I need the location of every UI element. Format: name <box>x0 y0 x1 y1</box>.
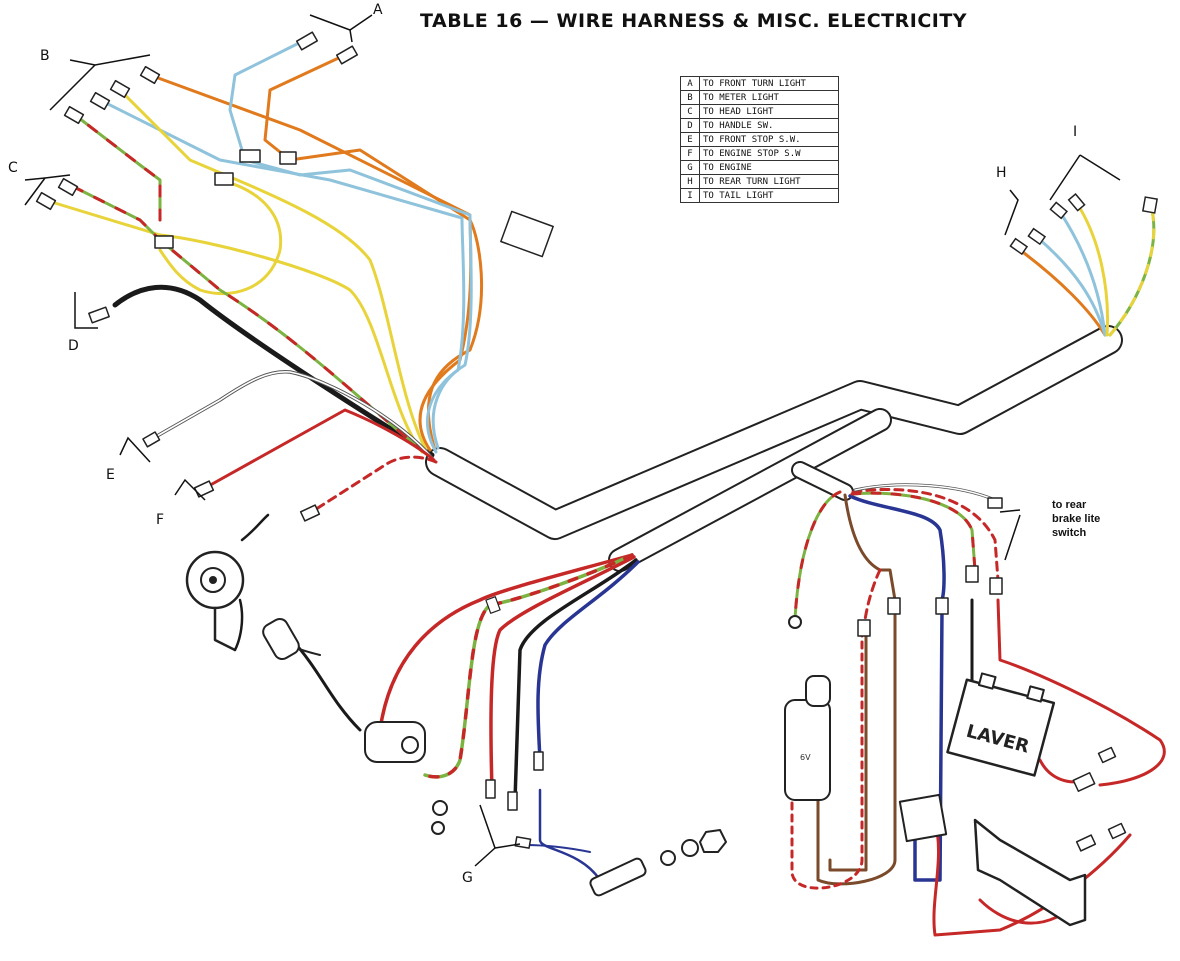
legend-key: B <box>680 90 700 105</box>
legend-text: TO METER LIGHT <box>699 90 839 105</box>
wire-orange-b <box>148 73 473 452</box>
legend-text: TO ENGINE <box>699 160 839 175</box>
legend-text: TO HEAD LIGHT <box>699 104 839 119</box>
legend-text: TO FRONT STOP S.W. <box>699 132 839 147</box>
legend-key: H <box>680 174 700 189</box>
legend-text: TO TAIL LIGHT <box>699 188 839 203</box>
note-line-1: to rear <box>1052 499 1087 511</box>
label-pointers <box>24 14 1121 867</box>
wire-yellow-b <box>118 88 428 452</box>
label-i: I <box>1073 124 1078 140</box>
wire-orange-a <box>263 53 484 452</box>
rear-brake-switch-note: to rear brake lite switch <box>1052 498 1100 540</box>
wire-yellow-c <box>43 198 424 454</box>
rear-electrical: 6V LAVER <box>784 483 1166 937</box>
wire-green-b <box>73 113 162 222</box>
label-h: H <box>996 165 1007 181</box>
engine-wires <box>185 513 727 897</box>
front-wires <box>35 31 554 522</box>
legend-text: TO REAR TURN LIGHT <box>699 174 839 189</box>
legend-key: G <box>680 160 700 175</box>
wire-yellow-loop <box>158 178 283 296</box>
label-b: B <box>40 48 50 64</box>
legend-key: A <box>680 76 700 91</box>
label-d: D <box>68 338 79 354</box>
label-c: C <box>8 160 18 176</box>
wire-red-f <box>203 408 436 490</box>
legend-text: TO FRONT TURN LIGHT <box>699 76 839 91</box>
legend-key: I <box>680 188 700 203</box>
wire-blue-a <box>228 38 473 450</box>
wire-red-c <box>68 183 426 454</box>
legend-key: C <box>680 104 700 119</box>
legend-key: E <box>680 132 700 147</box>
wire-blue-b <box>98 98 466 454</box>
note-line-2: brake lite <box>1052 513 1101 525</box>
label-a: A <box>373 2 383 18</box>
label-e: E <box>106 467 115 483</box>
wire-redwhite-f <box>308 455 438 515</box>
legend-text: TO HANDLE SW. <box>699 118 839 133</box>
wire-black-d <box>112 284 435 458</box>
note-line-3: switch <box>1052 527 1087 539</box>
main-harness <box>425 325 1123 572</box>
legend-key: F <box>680 146 700 161</box>
page-title: TABLE 16 — WIRE HARNESS & MISC. ELECTRIC… <box>420 10 968 32</box>
legend-key: D <box>680 118 700 133</box>
legend-text: TO ENGINE STOP S.W <box>699 146 839 161</box>
label-f: F <box>156 512 165 528</box>
rear-wires <box>1009 193 1158 337</box>
battery <box>946 672 1056 777</box>
wire-red-b <box>73 113 162 222</box>
label-g: G <box>462 870 473 886</box>
front-connectors <box>35 31 554 522</box>
svg-text:6V: 6V <box>800 753 811 762</box>
